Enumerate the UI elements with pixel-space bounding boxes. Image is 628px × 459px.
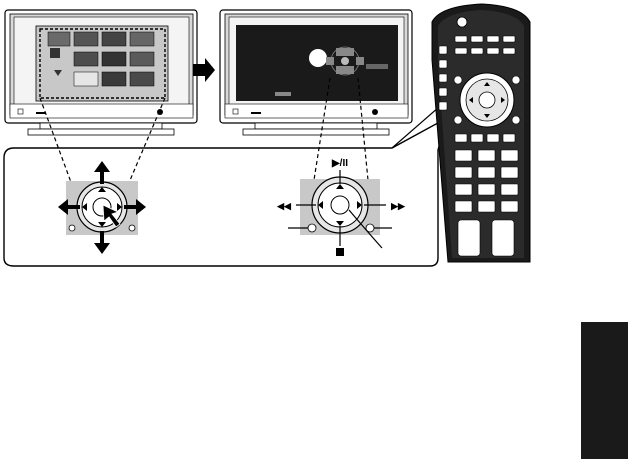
play-pause-label: ▶/II — [331, 158, 348, 169]
tv-logo — [275, 92, 291, 96]
rewind-label: ◀◀ — [276, 201, 292, 211]
remote-control — [432, 4, 530, 262]
pointer-marker — [309, 49, 327, 67]
tv-thumbnail-view — [5, 10, 197, 135]
tv-playback-view — [220, 10, 412, 135]
section-tab — [581, 322, 628, 459]
stop-icon — [336, 248, 344, 256]
fast-forward-label: ▶▶ — [390, 201, 406, 211]
